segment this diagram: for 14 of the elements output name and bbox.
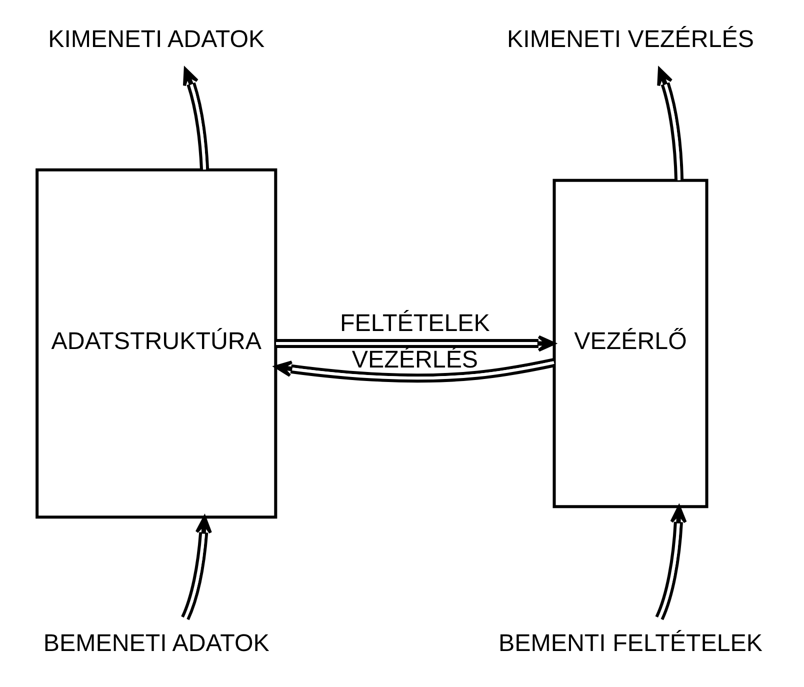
arrow [656,68,684,180]
arrow [180,516,212,620]
node-text: KIMENETI ADATOK [48,26,264,54]
node-text: BEMENTI FELTÉTELEK [498,630,762,658]
edge-label: FELTÉTELEK [340,310,490,338]
arrow [182,68,209,170]
node-box: VEZÉRLŐ [552,178,708,508]
node-box: ADATSTRUKTÚRA [35,168,277,519]
node-text: BEMENETI ADATOK [42,630,269,658]
arrow [276,335,555,352]
arrow [654,505,686,620]
arrow [274,358,554,383]
edge-label: VEZÉRLÉS [351,346,478,374]
node-text: KIMENETI VEZÉRLÉS [506,26,754,54]
